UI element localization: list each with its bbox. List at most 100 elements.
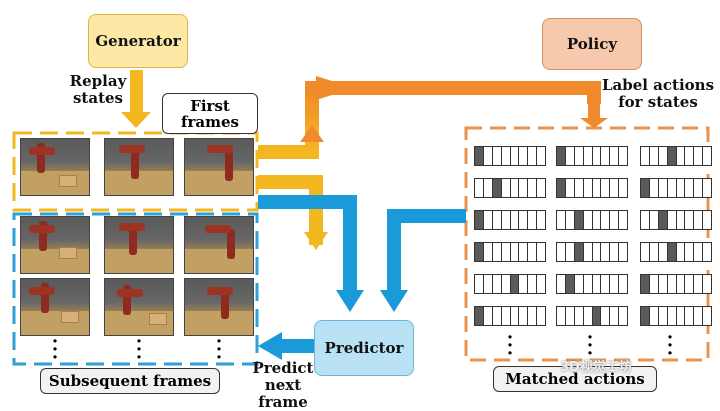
action-cell (493, 211, 502, 229)
first-frames-label: First frames (162, 93, 258, 134)
action-cell (502, 179, 511, 197)
action-cell (575, 307, 584, 325)
action-cell (511, 243, 520, 261)
action-cell (685, 307, 695, 325)
action-cell (685, 179, 695, 197)
action-cell (619, 243, 627, 261)
action-cell (677, 307, 686, 325)
action-cell (641, 211, 650, 229)
action-cell (619, 211, 627, 229)
action-grid-row (474, 210, 546, 230)
action-cell (575, 275, 584, 293)
action-grid-row (556, 274, 628, 294)
action-cell (677, 243, 686, 261)
robot-frame-image (184, 278, 254, 336)
action-grid-row (640, 274, 712, 294)
matched-actions-label: Matched actions (493, 366, 657, 392)
action-cell (575, 179, 584, 197)
action-cell (502, 275, 511, 293)
action-cell (484, 307, 493, 325)
matched-actions-container (464, 126, 710, 362)
action-cell (566, 179, 575, 197)
action-cell (677, 211, 686, 229)
action-cell (484, 179, 493, 197)
action-cell (557, 211, 566, 229)
action-cell-active (658, 211, 668, 229)
action-cell (502, 307, 511, 325)
action-cell (584, 275, 593, 293)
action-cell (528, 211, 538, 229)
action-grid-row (474, 178, 546, 198)
action-cell (493, 147, 502, 165)
action-cell (619, 307, 627, 325)
action-cell-active (574, 243, 584, 261)
action-cell-active (475, 243, 484, 261)
frames-ellipsis: ··· (215, 331, 223, 368)
action-cell (511, 211, 520, 229)
action-cell (668, 307, 677, 325)
action-cell (610, 147, 620, 165)
action-cell (519, 147, 529, 165)
action-cell (584, 211, 593, 229)
flow-arrows (12, 70, 710, 366)
yellow-path (258, 175, 323, 245)
action-cell (601, 243, 611, 261)
action-cell (484, 275, 493, 293)
generator-box: Generator (88, 14, 188, 68)
action-cell (650, 179, 659, 197)
action-cell (610, 307, 620, 325)
action-cell (601, 307, 611, 325)
action-cell (593, 243, 602, 261)
action-cell (537, 307, 545, 325)
action-cell (703, 307, 711, 325)
action-cell (694, 243, 704, 261)
action-cell (566, 243, 575, 261)
action-cell (694, 275, 704, 293)
action-cell (610, 211, 620, 229)
label-actions-label: Label actions for states (601, 76, 715, 111)
action-cell (601, 147, 611, 165)
action-cell (694, 211, 704, 229)
action-cell (566, 211, 575, 229)
action-grid-row (556, 306, 628, 326)
action-cell (619, 179, 627, 197)
robot-frame-image (184, 138, 254, 196)
action-cell (557, 307, 566, 325)
subsequent-frames-container (12, 212, 259, 366)
action-cell (528, 243, 538, 261)
action-cell (493, 243, 502, 261)
action-cell (610, 179, 620, 197)
action-cell (511, 147, 520, 165)
action-cell (619, 275, 627, 293)
robot-frame-image (104, 216, 174, 274)
action-cell (511, 179, 520, 197)
action-cell (511, 307, 520, 325)
action-cell (502, 211, 511, 229)
action-cell (575, 147, 584, 165)
action-cell (528, 275, 538, 293)
robot-frame-image (104, 278, 174, 336)
action-cell (593, 147, 602, 165)
action-cell (519, 307, 529, 325)
action-cell-active (667, 147, 677, 165)
action-cell (659, 275, 668, 293)
action-cell (619, 147, 627, 165)
action-cell (584, 147, 593, 165)
action-cell-active (565, 275, 575, 293)
action-cell (659, 307, 668, 325)
action-cell (519, 275, 529, 293)
predict-next-frame-label: Predict next frame (252, 359, 314, 411)
action-cell (703, 275, 711, 293)
robot-frame-image (20, 216, 90, 274)
action-cell (650, 275, 659, 293)
action-cell-active (557, 179, 566, 197)
action-cell (610, 275, 620, 293)
action-cell (668, 211, 677, 229)
action-cell (519, 179, 529, 197)
replay-states-label: Replay states (69, 72, 127, 107)
action-cell (537, 243, 545, 261)
action-cell-active (641, 275, 650, 293)
action-grid-row (640, 210, 712, 230)
action-cell (694, 147, 704, 165)
action-cell (528, 307, 538, 325)
